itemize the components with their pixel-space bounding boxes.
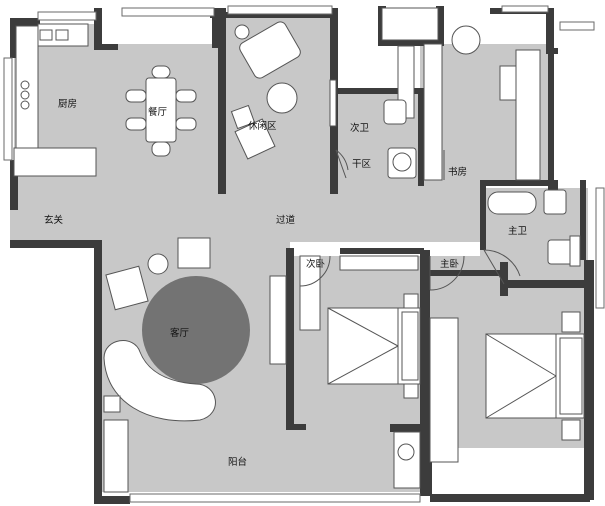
lounge-furniture — [230, 21, 337, 160]
windows — [3, 5, 605, 503]
label-kitchen: 厨房 — [58, 98, 77, 110]
label-corridor: 过道 — [276, 214, 296, 226]
label-dry-area: 干区 — [352, 159, 372, 170]
room-labels: 厨房 餐厅 休闲区 次卫 干区 书房 玄关 过道 主卫 次卧 主卧 客厅 阳台 — [44, 98, 528, 468]
master-bedroom-furniture — [429, 311, 585, 463]
label-balcony: 阳台 — [228, 456, 247, 468]
label-living-room: 客厅 — [170, 327, 190, 339]
second-bedroom-furniture — [269, 255, 421, 489]
label-dining: 餐厅 — [148, 106, 168, 118]
label-second-bedroom: 次卧 — [306, 258, 326, 270]
kitchen-counter — [13, 23, 97, 177]
label-entrance: 玄关 — [44, 214, 64, 226]
label-lounge: 休闲区 — [248, 120, 277, 132]
study-furniture — [423, 25, 541, 181]
second-bath-fixtures — [381, 7, 439, 179]
label-master-bedroom: 主卧 — [440, 258, 460, 270]
label-study: 书房 — [448, 166, 467, 178]
doors — [299, 149, 521, 291]
watermark: 千思装饰供图 — [500, 471, 566, 485]
dining-table — [125, 65, 197, 157]
label-master-bath: 主卫 — [508, 225, 528, 237]
label-second-bath: 次卫 — [350, 122, 370, 134]
living-room-furniture — [103, 237, 250, 493]
master-bath-fixtures — [487, 189, 581, 267]
